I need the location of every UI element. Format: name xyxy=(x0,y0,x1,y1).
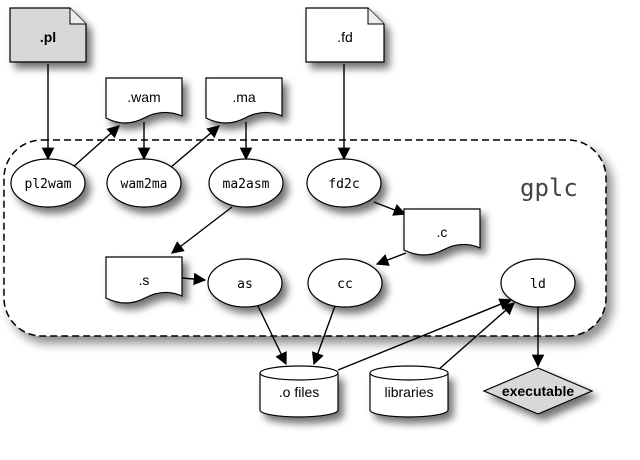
edge-ofiles-to-ld xyxy=(337,298,513,371)
process-pl2wam: pl2wam xyxy=(10,158,86,208)
file-s-label: .s xyxy=(139,272,150,288)
edge-ma2asm-to-s xyxy=(171,206,233,254)
edges xyxy=(41,64,545,371)
store-libraries-label: libraries xyxy=(384,384,433,400)
file-c: .c xyxy=(403,208,481,256)
store-ofiles-label: .o files xyxy=(279,384,319,400)
file-s: .s xyxy=(105,256,183,304)
process-ld: ld xyxy=(500,258,576,308)
file-c-label: .c xyxy=(437,224,448,240)
output-executable: executable xyxy=(482,367,594,415)
file-fd: .fd xyxy=(305,7,385,63)
process-wam2ma: wam2ma xyxy=(106,158,182,208)
edge-libraries-to-ld xyxy=(437,302,515,371)
file-ma: .ma xyxy=(205,77,283,124)
process-fd2c: fd2c xyxy=(306,158,382,208)
file-pl-label: .pl xyxy=(40,29,56,45)
file-pl: .pl xyxy=(9,7,87,63)
edge-cc-to-ofiles xyxy=(311,305,336,366)
process-pl2wam-label: pl2wam xyxy=(25,177,72,192)
process-cc-label: cc xyxy=(337,277,353,292)
process-ld-label: ld xyxy=(530,277,546,292)
edge-as-to-ofiles xyxy=(257,305,287,366)
output-executable-label: executable xyxy=(502,383,575,399)
process-as: as xyxy=(207,258,283,308)
file-wam-label: .wam xyxy=(127,89,160,105)
gplc-container: gplc xyxy=(3,139,607,337)
gplc-label: gplc xyxy=(520,174,578,202)
file-wam: .wam xyxy=(105,77,183,124)
process-cc: cc xyxy=(307,258,383,308)
edge-pl2wam-to-wam xyxy=(71,125,120,169)
process-fd2c-label: fd2c xyxy=(328,177,359,192)
edge-fd2c-to-c xyxy=(373,201,407,216)
file-ma-label: .ma xyxy=(232,89,256,105)
process-as-label: as xyxy=(237,277,253,292)
store-ofiles: .o files xyxy=(259,365,339,418)
file-fd-label: .fd xyxy=(337,29,353,45)
process-wam2ma-label: wam2ma xyxy=(121,177,168,192)
edge-c-to-cc xyxy=(375,252,407,266)
edge-s-to-as xyxy=(181,272,207,286)
process-ma2asm-label: ma2asm xyxy=(223,177,270,192)
process-ma2asm: ma2asm xyxy=(208,158,284,208)
edge-wam2ma-to-ma xyxy=(169,125,220,169)
store-libraries: libraries xyxy=(369,365,449,418)
